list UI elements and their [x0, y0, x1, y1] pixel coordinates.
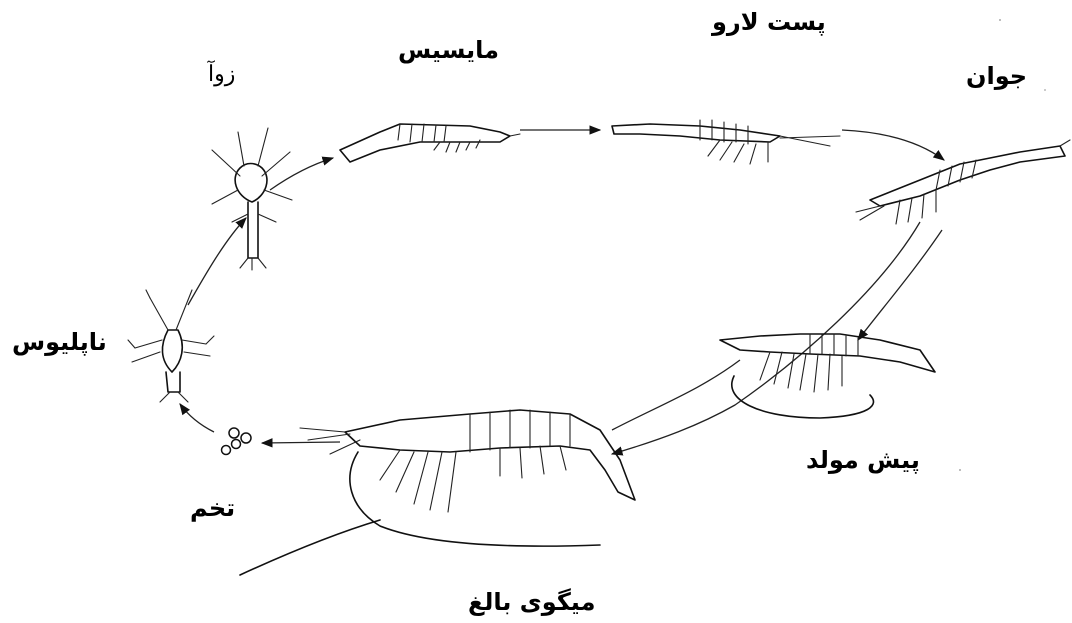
label-mysis: مايسيس: [398, 38, 499, 62]
egg-drawing: [222, 428, 252, 455]
nauplius-drawing: [128, 290, 214, 402]
arrow-zoea-to-mysis: [270, 158, 333, 190]
label-juvenile: جوان: [966, 64, 1027, 88]
arrow-egg-to-nauplius: [180, 404, 214, 432]
label-adult: ميگوی بالغ: [468, 590, 595, 614]
arrow-juvenile-to-preadult: [858, 230, 942, 340]
label-postlarva: پست لارو: [712, 10, 826, 34]
cycle-arrows: [180, 130, 944, 454]
arrow-juvenile-to-adult-track: [612, 222, 920, 454]
label-nauplius: ناپليوس: [12, 330, 107, 354]
label-zoea: زوآ: [208, 64, 235, 86]
arrow-preadult-to-adult: [612, 360, 740, 430]
postlarva-drawing: [612, 120, 840, 164]
label-preadult: پيش مولد: [806, 448, 920, 472]
arrow-adult-to-egg: [262, 442, 340, 443]
mysis-drawing: [340, 124, 520, 162]
label-egg: تخم: [190, 496, 235, 520]
preadult-drawing: [720, 334, 935, 418]
arrow-nauplius-to-zoea: [188, 218, 246, 305]
adult-shrimp-drawing: [240, 410, 635, 575]
arrow-postlarva-to-juvenile: [842, 130, 944, 160]
zoea-drawing: [212, 128, 292, 270]
juvenile-drawing: [856, 140, 1070, 224]
